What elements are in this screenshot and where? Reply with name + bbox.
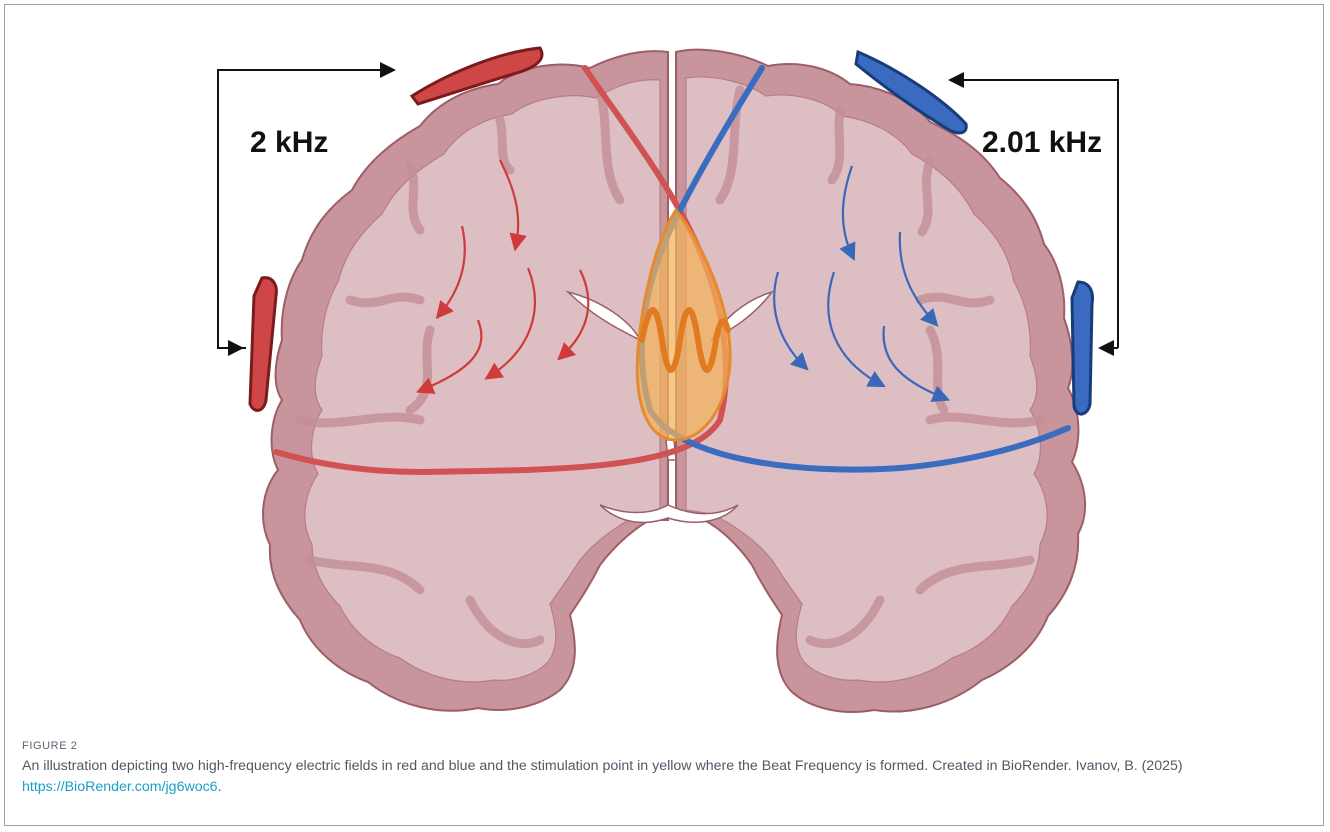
caption-end: . [218, 779, 222, 795]
figure-label: FIGURE 2 [22, 740, 1312, 752]
biorender-link[interactable]: https://BioRender.com/jg6woc6 [22, 779, 218, 795]
figure-caption: FIGURE 2 An illustration depicting two h… [22, 740, 1312, 798]
electrode-left-side [250, 278, 276, 411]
caption-text: An illustration depicting two high-frequ… [22, 756, 1312, 798]
brain-illustration [0, 0, 1330, 740]
caption-body: An illustration depicting two high-frequ… [22, 758, 1183, 774]
right-frequency-label: 2.01 kHz [982, 126, 1102, 160]
electrode-right-side [1072, 282, 1092, 414]
left-frequency-label: 2 kHz [250, 126, 328, 160]
